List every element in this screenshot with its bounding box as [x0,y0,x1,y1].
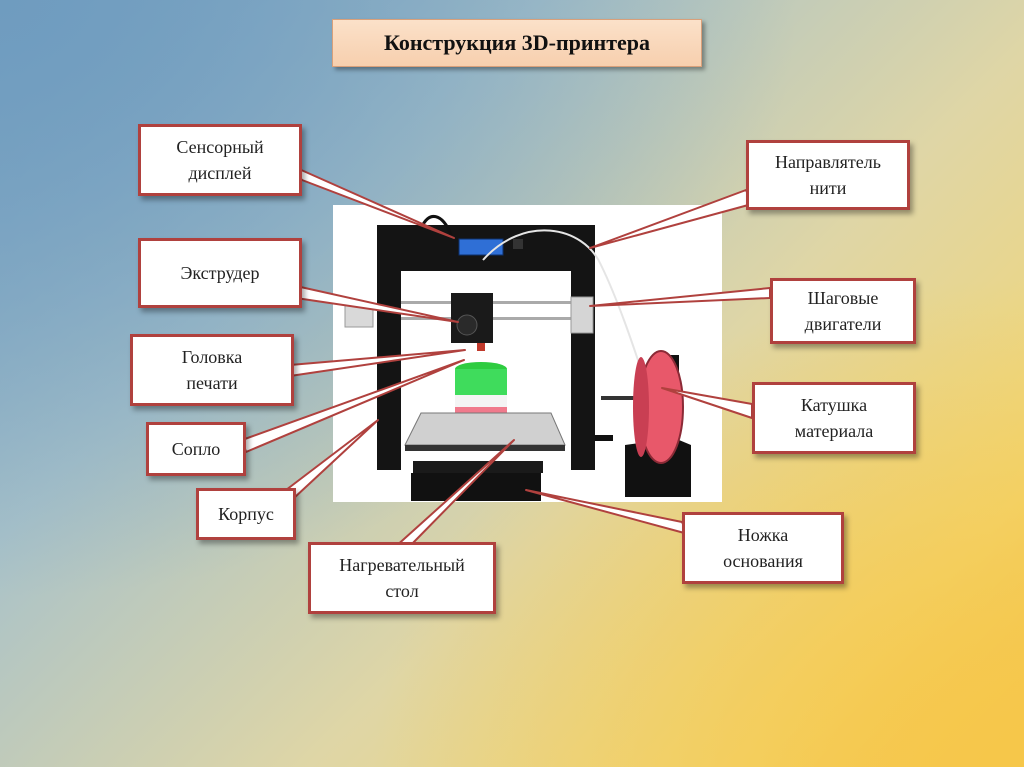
heated-bed [404,412,566,446]
label-heated-bed: Нагревательный стол [308,542,496,614]
label-stepper-motors: Шаговые двигатели [770,278,916,344]
control-knob [513,239,523,249]
label-filament-guide: Направлятель нити [746,140,910,210]
printed-object-green [455,369,507,395]
base-bar [413,461,543,473]
base-foot [411,473,541,501]
label-nozzle: Сопло [146,422,246,476]
label-spool: Катушка материала [752,382,916,454]
label-base-foot: Ножка основания [682,512,844,584]
filament-spool-side [633,357,649,457]
bed-frame [405,445,565,451]
printed-object-white [455,395,507,407]
label-extruder: Экструдер [138,238,302,308]
label-body: Корпус [196,488,296,540]
label-touch-display: Сенсорный дисплей [138,124,302,196]
page-title: Конструкция 3D-принтера [332,19,702,67]
fan-icon [456,314,478,336]
3d-printer-photo-illustration [344,215,691,501]
printer-photo [333,205,722,502]
stepper-motor-block [570,296,594,334]
page-title-text: Конструкция 3D-принтера [383,30,651,55]
filament-line [482,229,644,376]
cable-right [595,435,613,441]
label-print-head: Головка печати [130,334,294,406]
left-rail-block [344,304,374,328]
print-head-tip [477,343,485,351]
spool-axle [601,396,657,400]
